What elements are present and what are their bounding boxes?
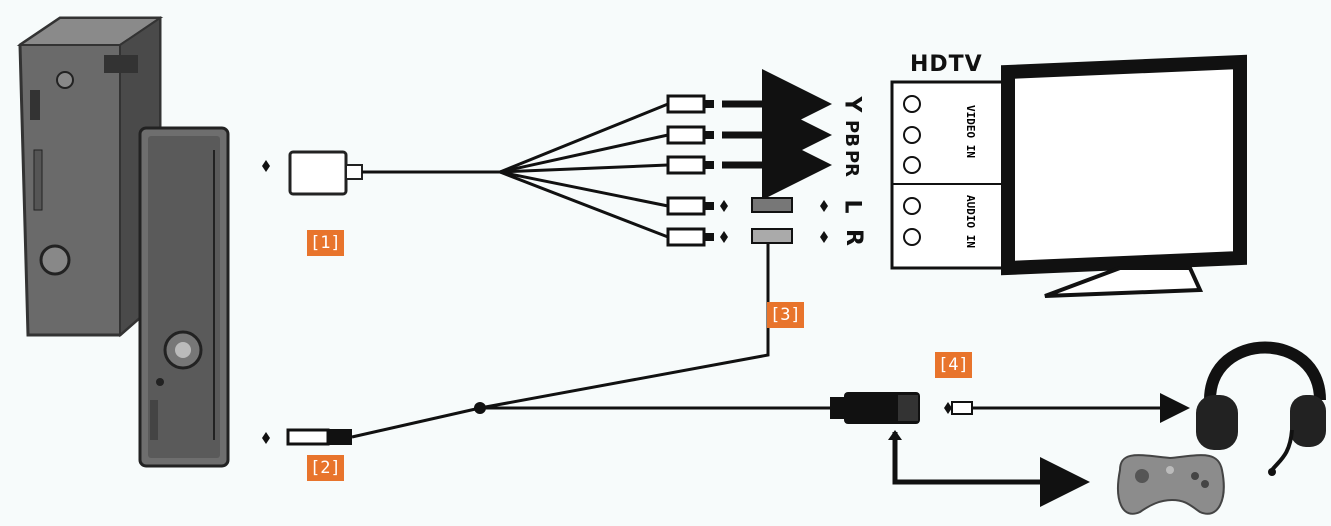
callout-2: [2] xyxy=(307,455,344,481)
audio-markers xyxy=(720,200,828,243)
hdtv-screen xyxy=(1001,54,1247,298)
callout-4: [4] xyxy=(935,352,972,378)
xbox-console-slim xyxy=(138,126,230,468)
signal-label-r: R xyxy=(840,229,866,246)
video-in-label: VIDEO IN xyxy=(963,105,977,158)
signal-label-l: L xyxy=(839,199,865,214)
component-cable-fanout xyxy=(499,102,669,239)
signal-label-y: Y xyxy=(839,96,865,113)
signal-label-pb: PB xyxy=(840,120,862,147)
headset-icon xyxy=(1196,341,1326,476)
hdtv-input-panel xyxy=(890,80,1006,270)
callout-3: [3] xyxy=(767,302,804,328)
hdtv-title: HDTV xyxy=(910,52,983,77)
av-connector xyxy=(288,150,500,196)
audio-passthrough-adapter xyxy=(479,197,793,410)
video-arrows xyxy=(722,69,832,200)
callout-1: [1] xyxy=(307,230,344,256)
signal-label-pr: PR xyxy=(841,149,863,178)
rca-plugs xyxy=(666,94,714,247)
usb-port-marker xyxy=(262,432,270,444)
usb-connector xyxy=(286,402,830,446)
controller-icon xyxy=(1117,454,1225,515)
audio-in-label: AUDIO IN xyxy=(963,195,977,248)
headset-adapter xyxy=(830,392,1190,507)
av-port-marker xyxy=(262,160,270,172)
